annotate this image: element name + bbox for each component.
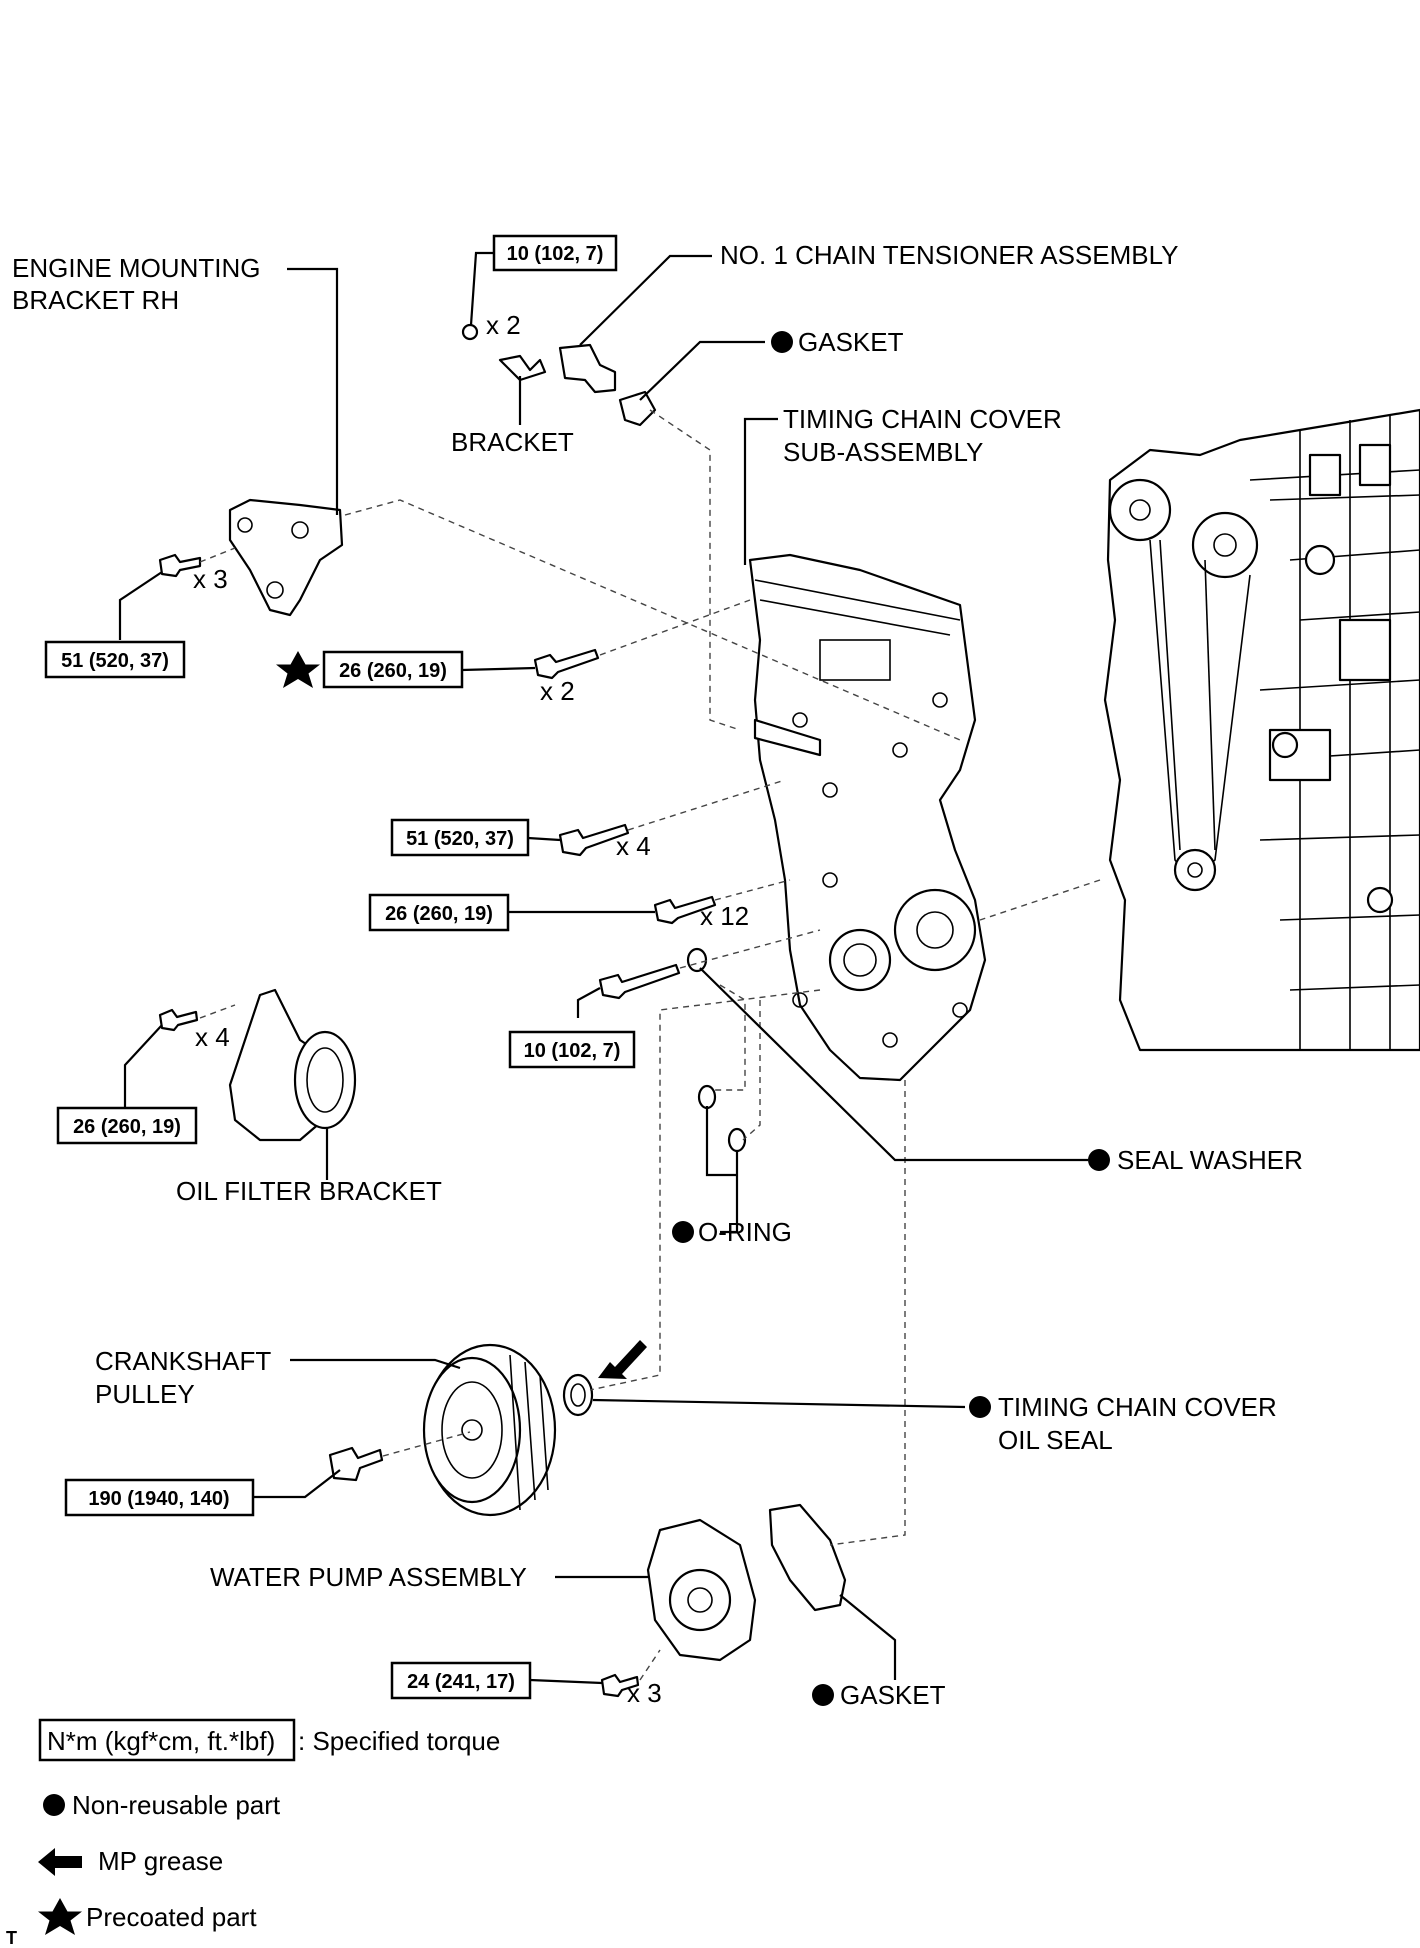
qty-mount-bracket-bolt: x 3 (193, 564, 228, 594)
legend-mp-grease-arrow-icon (38, 1848, 82, 1876)
torque-cover-bolt-26: 26 (260, 19) (385, 903, 493, 925)
legend-torque-desc: : Specified torque (298, 1726, 500, 1756)
engine-mounting-bracket-part (228, 498, 344, 617)
label-oil-seal-2: OIL SEAL (998, 1425, 1113, 1455)
water-pump-gasket-part (768, 1503, 847, 1612)
legend-precoated-star-icon (38, 1898, 82, 1935)
torque-tensioner-nut: 10 (102, 7) (507, 243, 604, 265)
o-ring-part-2 (727, 1127, 747, 1153)
non-reusable-dot (672, 1221, 694, 1243)
torque-cover-bolt-51: 51 (520, 37) (406, 828, 514, 850)
chain-tensioner-part (558, 343, 617, 394)
legend-torque-box (38, 1718, 296, 1762)
corner-mark: T (6, 1928, 17, 1948)
precoated-bolt-part (533, 648, 600, 680)
legend-torque-unit: N*m (kgf*cm, ft.*lbf) (47, 1726, 275, 1756)
legend-precoated: Precoated part (86, 1902, 257, 1932)
torque-box-oil-filter-bolt (56, 1106, 198, 1145)
label-water-pump: WATER PUMP ASSEMBLY (210, 1562, 527, 1592)
oil-filter-bracket-part (228, 988, 357, 1142)
non-reusable-dot (771, 331, 793, 353)
torque-box-cover-bolt-51 (390, 818, 530, 857)
cover-bolt-26-part (653, 895, 717, 925)
mp-grease-arrow (598, 1340, 647, 1379)
torque-oil-filter-bolt: 26 (260, 19) (73, 1116, 181, 1138)
label-crankshaft-1: CRANKSHAFT (95, 1346, 271, 1376)
timing-chain-cover-part (748, 553, 987, 1082)
water-pump-part (646, 1518, 757, 1662)
alignment-lines (199, 409, 1101, 1681)
label-oil-filter-bracket: OIL FILTER BRACKET (176, 1176, 442, 1206)
qty-precoated-bolt: x 2 (540, 676, 575, 706)
torque-box-crank-pulley-bolt (64, 1478, 255, 1517)
label-gasket-top: GASKET (798, 327, 904, 357)
label-crankshaft-2: PULLEY (95, 1379, 195, 1409)
label-timing-cover-2: SUB-ASSEMBLY (783, 437, 983, 467)
o-ring-part-1 (697, 1084, 717, 1110)
label-o-ring: O-RING (698, 1217, 792, 1247)
torque-box-cover-long-bolt (508, 1030, 636, 1069)
bracket-part (498, 354, 547, 382)
oil-seal-part (562, 1373, 594, 1417)
oil-filter-bolt-part (158, 1008, 199, 1032)
torque-box-cover-bolt-26 (368, 893, 510, 932)
precoated-star-icon (276, 651, 320, 688)
label-oil-seal-1: TIMING CHAIN COVER (998, 1392, 1277, 1422)
qty-cover-bolt-26: x 12 (700, 901, 749, 931)
non-reusable-dot (969, 1396, 991, 1418)
torque-box-precoated-bolt (322, 650, 464, 689)
mount-bracket-bolt-part (158, 553, 202, 578)
torque-water-pump-bolt: 24 (241, 17) (407, 1671, 515, 1693)
torque-box-water-pump-bolt (390, 1661, 532, 1700)
cover-bolt-51-part (558, 823, 630, 857)
qty-cover-bolt-51: x 4 (616, 831, 651, 861)
qty-oil-filter-bolt: x 4 (195, 1022, 230, 1052)
torque-precoated-bolt: 26 (260, 19) (339, 660, 447, 682)
engine-block-illustration (1103, 408, 1420, 1052)
label-gasket-bottom: GASKET (840, 1680, 946, 1710)
label-engine-mounting-bracket-2: BRACKET RH (12, 285, 179, 315)
crank-pulley-bolt-part (328, 1446, 384, 1482)
legend-mp-grease: MP grease (98, 1846, 223, 1876)
legend-non-reusable: Non-reusable part (72, 1790, 281, 1820)
legend-non-reusable-dot (43, 1794, 65, 1816)
non-reusable-dot (1088, 1149, 1110, 1171)
crankshaft-pulley-part (422, 1343, 557, 1517)
label-engine-mounting-bracket-1: ENGINE MOUNTING (12, 253, 260, 283)
label-seal-washer: SEAL WASHER (1117, 1145, 1303, 1175)
leader-lines (118, 251, 1088, 1685)
label-timing-cover-1: TIMING CHAIN COVER (783, 404, 1062, 434)
top-gasket-part (618, 390, 657, 427)
qty-tensioner-nut: x 2 (486, 310, 521, 340)
water-pump-bolt-part (600, 1673, 640, 1698)
non-reusable-dot (812, 1684, 834, 1706)
torque-crank-pulley-bolt: 190 (1940, 140) (88, 1488, 229, 1510)
cover-long-bolt-part (598, 963, 681, 1000)
label-bracket: BRACKET (451, 427, 574, 457)
qty-water-pump-bolt: x 3 (627, 1678, 662, 1708)
torque-mount-bracket: 51 (520, 37) (61, 650, 169, 672)
seal-washer-part (686, 947, 708, 973)
label-chain-tensioner: NO. 1 CHAIN TENSIONER ASSEMBLY (720, 240, 1179, 270)
torque-cover-long-bolt: 10 (102, 7) (524, 1040, 621, 1062)
tensioner-nut-part (461, 323, 479, 341)
torque-box-tensioner-nut (492, 234, 618, 272)
legend: N*m (kgf*cm, ft.*lbf) : Specified torque… (38, 1718, 500, 1935)
torque-box-mount-bracket (44, 640, 186, 679)
